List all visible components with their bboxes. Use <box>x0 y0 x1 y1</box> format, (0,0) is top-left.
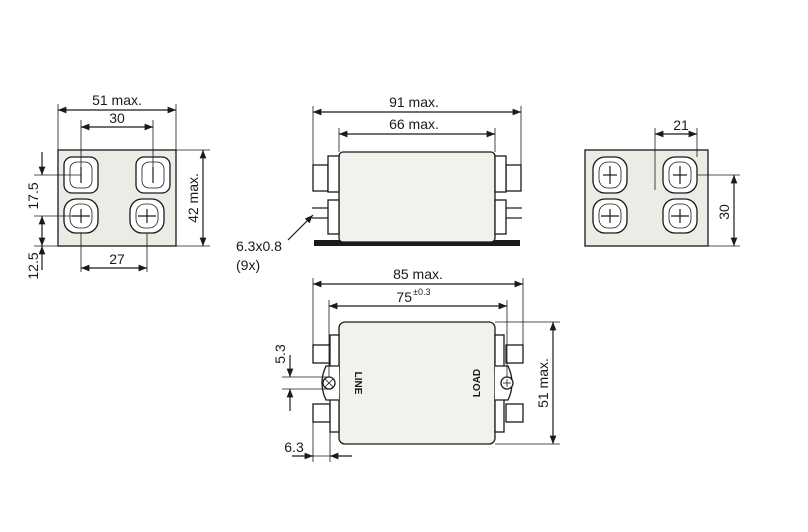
dim-left-pitch-top: 30 <box>109 110 125 126</box>
label-load: LOAD <box>472 369 483 397</box>
label-line: LINE <box>352 372 363 395</box>
dim-top-terminal-width: 6.3 <box>284 439 304 455</box>
side-view: 91 max. 66 max. 6.3x0.8 (9x) <box>236 94 522 273</box>
side-tab-right-top <box>505 164 522 192</box>
dim-top-hole-pitch: 75 <box>396 289 412 305</box>
right-terminal-bottom-right <box>662 198 698 234</box>
right-terminal-top-left <box>592 156 628 194</box>
terminal-count: (9x) <box>236 257 260 273</box>
dim-top-hole-tol: ±0.3 <box>413 287 430 297</box>
right-terminal-bottom-left <box>592 198 628 234</box>
dim-left-width: 51 max. <box>92 92 142 108</box>
dim-top-width: 51 max. <box>535 358 551 408</box>
left-terminal-bottom-right <box>129 198 165 234</box>
side-tab-left-bottom <box>327 199 340 235</box>
dim-left-vert-1: 17.5 <box>25 182 41 209</box>
top-tab-left-1 <box>312 344 331 364</box>
dim-side-body: 66 max. <box>389 116 439 132</box>
dim-side-length: 91 max. <box>389 94 439 110</box>
top-view: LINE LOAD 85 max. 75 ±0.3 5.3 51 max. 6.… <box>272 266 560 462</box>
right-terminal-top-right <box>662 156 698 194</box>
left-end-view: 51 max. 30 42 max. 17.5 12.5 27 <box>25 92 210 280</box>
dim-left-pitch-bottom: 27 <box>109 251 125 267</box>
side-body <box>338 151 496 243</box>
right-end-view: 21 30 <box>584 117 740 247</box>
top-tab-right-1 <box>505 344 524 364</box>
dim-left-height: 42 max. <box>185 173 201 223</box>
dim-left-vert-2: 12.5 <box>25 252 41 279</box>
side-mounting-plate <box>314 240 520 246</box>
terminal-spec: 6.3x0.8 <box>236 238 282 254</box>
top-tab-right-2 <box>505 403 524 423</box>
dim-top-offset: 5.3 <box>272 344 288 364</box>
dim-right-pitch-top: 21 <box>673 117 689 133</box>
side-tab-right-bottom <box>494 199 507 235</box>
side-tab-left-top <box>312 164 329 192</box>
dim-top-length: 85 max. <box>393 266 443 282</box>
dim-right-vert: 30 <box>716 204 732 220</box>
terminal-leader <box>287 214 314 241</box>
top-tab-left-2 <box>312 403 331 423</box>
